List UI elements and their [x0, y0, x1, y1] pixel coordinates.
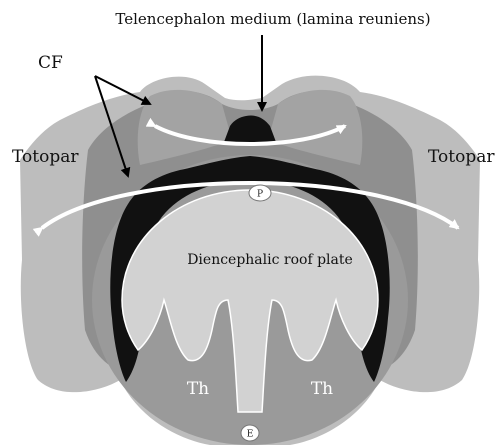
label-roof-plate: Diencephalic roof plate: [187, 252, 353, 268]
label-cf: CF: [38, 53, 63, 73]
label-totopar-right: Totopar: [428, 147, 495, 167]
label-totopar-left: Totopar: [12, 147, 79, 167]
label-th-right: Th: [311, 379, 333, 399]
label-telencephalon: Telencephalon medium (lamina reuniens): [115, 10, 430, 28]
label-th-left: Th: [187, 379, 209, 399]
label-p: P: [257, 190, 263, 200]
label-e: E: [247, 430, 254, 440]
